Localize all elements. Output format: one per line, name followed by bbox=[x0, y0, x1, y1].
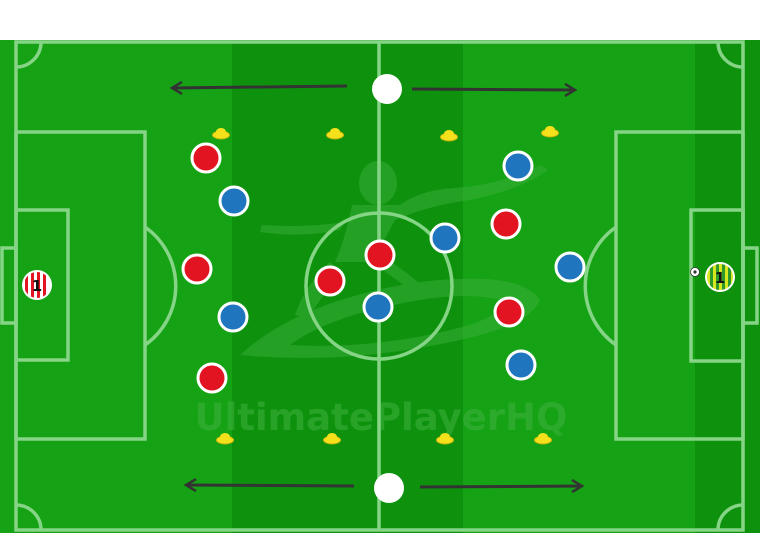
goalkeeper-right: 1 bbox=[705, 262, 735, 292]
right-penalty-arc bbox=[583, 225, 618, 347]
corner-arc-top-right bbox=[716, 41, 744, 69]
player-blue bbox=[554, 251, 586, 283]
arrow-top-right bbox=[411, 89, 575, 90]
goalkeeper-number: 1 bbox=[715, 269, 725, 287]
arrow-top-left bbox=[172, 86, 348, 88]
striped-shirt-red-icon bbox=[24, 272, 50, 298]
cone bbox=[541, 126, 559, 138]
goalkeeper-number: 1 bbox=[32, 277, 42, 295]
player-blue bbox=[505, 349, 537, 381]
player-red bbox=[196, 362, 228, 394]
cone bbox=[436, 433, 454, 445]
arrow-bottom-right bbox=[419, 486, 582, 487]
movement-arrows bbox=[172, 86, 582, 487]
ball-bottom bbox=[374, 473, 404, 503]
corner-arc-top-left bbox=[15, 41, 43, 69]
cone bbox=[323, 433, 341, 445]
corner-arc-bottom-left bbox=[15, 503, 43, 531]
goalkeeper-left: 1 bbox=[22, 270, 52, 300]
corner-arc-bottom-right bbox=[716, 503, 744, 531]
player-blue bbox=[218, 185, 250, 217]
football-icon bbox=[690, 267, 700, 277]
center-circle bbox=[304, 211, 454, 361]
player-red bbox=[190, 142, 222, 174]
player-red bbox=[181, 253, 213, 285]
player-red bbox=[490, 208, 522, 240]
player-blue bbox=[217, 301, 249, 333]
right-goal bbox=[741, 246, 759, 325]
team-blue bbox=[217, 150, 586, 381]
player-blue bbox=[362, 291, 394, 323]
cone bbox=[326, 128, 344, 140]
cone bbox=[216, 433, 234, 445]
player-blue bbox=[502, 150, 534, 182]
cone bbox=[534, 433, 552, 445]
striped-shirt-yellow-green-icon bbox=[707, 264, 733, 290]
ball-top bbox=[372, 74, 402, 104]
player-red bbox=[493, 296, 525, 328]
cone bbox=[212, 128, 230, 140]
player-blue bbox=[429, 222, 461, 254]
pitch-stripe-center bbox=[232, 40, 463, 533]
watermark-text: UltimatePlayerHQ bbox=[195, 396, 568, 439]
cone bbox=[440, 130, 458, 142]
cones bbox=[212, 126, 559, 445]
pitch-lines bbox=[0, 40, 759, 532]
player-red bbox=[314, 265, 346, 297]
team-red bbox=[181, 142, 525, 394]
player-red bbox=[364, 239, 396, 271]
left-penalty-arc bbox=[143, 225, 178, 347]
arrow-bottom-left bbox=[186, 485, 355, 486]
left-goal bbox=[0, 246, 18, 325]
